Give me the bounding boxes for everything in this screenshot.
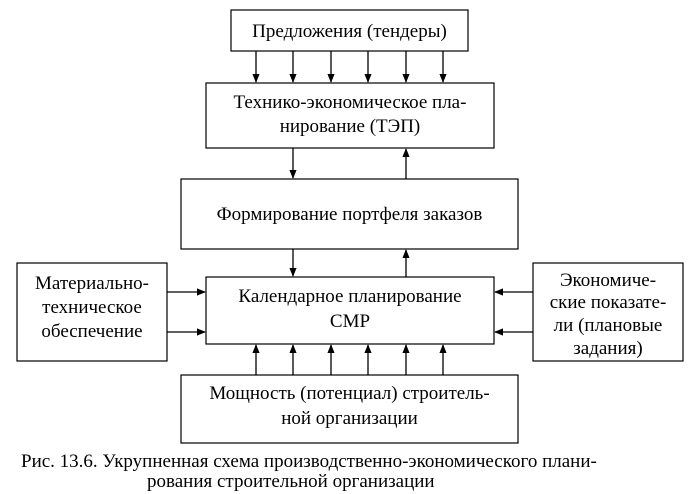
material-supply-box: Материально- техническое обеспечение [16, 262, 168, 362]
material-supply-box-label-line-1: Материально- [35, 273, 149, 294]
calendar-planning-box-label-line-1: Календарное планирование [238, 286, 461, 307]
capacity-box: Мощность (потенциал) строитель- ной орга… [180, 374, 519, 444]
capacity-to-calendar-arrows [252, 344, 447, 375]
economic-indicators-box-label-line-1: Экономиче- [560, 270, 656, 291]
portfolio-calendar-arrows [289, 249, 410, 277]
tenders-to-tep-arrows [252, 51, 447, 83]
figure-caption-line-2: рования строительной организации [147, 471, 435, 492]
tenders-box-label: Предложения (тендеры) [252, 21, 447, 42]
tep-portfolio-arrows [289, 148, 410, 179]
capacity-box-label-line-2: ной организации [281, 408, 418, 429]
material-supply-box-label-line-3: обеспечение [41, 321, 142, 342]
portfolio-box-label: Формирование портфеля заказов [217, 204, 483, 225]
portfolio-box: Формирование портфеля заказов [180, 178, 519, 250]
tep-box-label-line-1: Технико-экономическое пла- [234, 92, 467, 113]
economic-indicators-box-label-line-3: ли (плановые [554, 315, 663, 336]
economic-indicators-box-label-line-4: задания) [573, 338, 642, 359]
material-to-calendar-arrows [167, 288, 206, 336]
calendar-planning-box: Календарное планирование СМР [205, 276, 495, 345]
economic-to-calendar-arrows [494, 288, 533, 336]
tenders-box: Предложения (тендеры) [230, 9, 469, 52]
capacity-box-label-line-1: Мощность (потенциал) строитель- [209, 383, 489, 404]
material-supply-box-label-line-2: техническое [42, 297, 142, 318]
calendar-planning-box-label-line-2: СМР [330, 311, 370, 332]
figure-caption-line-1: Рис. 13.6. Укрупненная схема производств… [21, 451, 597, 472]
tep-box-label-line-2: нирование (ТЭП) [280, 116, 421, 137]
economic-indicators-box: Экономиче- ские показате- ли (плановые з… [532, 262, 684, 362]
economic-indicators-box-label-line-2: ские показате- [550, 292, 667, 313]
tep-box: Технико-экономическое пла- нирование (ТЭ… [205, 82, 495, 149]
